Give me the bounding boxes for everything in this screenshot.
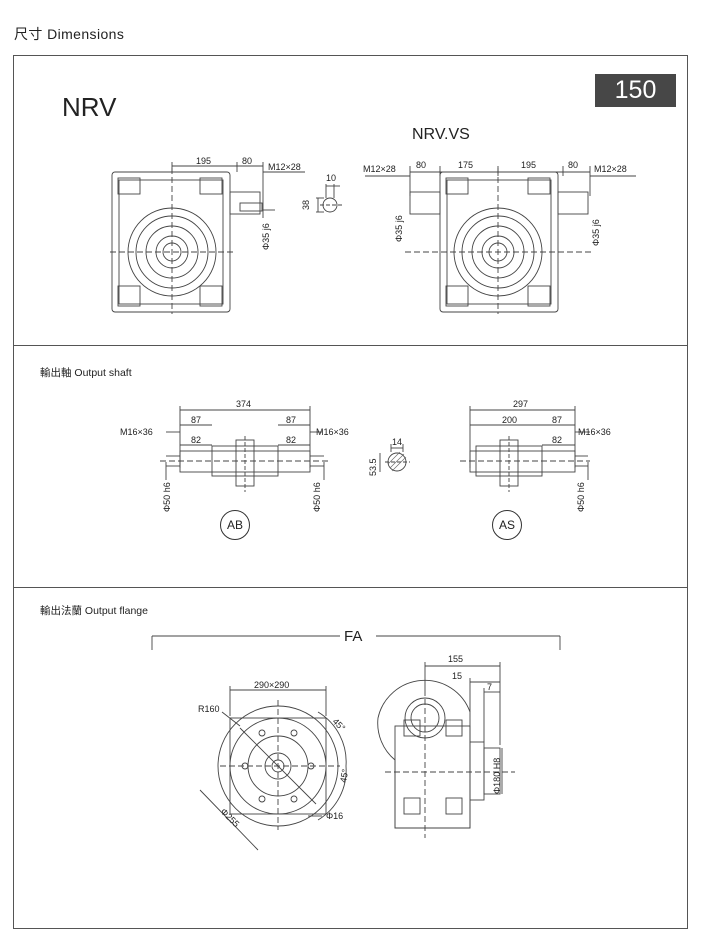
dim-as-phi50: Φ50 h6 [576,482,586,512]
dim-flange-d255: Φ255 [219,806,242,829]
label-as: AS [492,510,522,540]
dim-flange-r160: R160 [198,704,220,714]
flange-front-drawing [199,686,347,851]
dim-ab-m16-left: M16×36 [120,427,153,437]
dim-as-82: 82 [552,435,562,445]
dim-key-53: 53.5 [368,458,378,476]
output-shaft-title: 輸出軸 Output shaft [40,367,132,379]
dim-flange-d180: Φ180 H8 [492,758,502,794]
label-ab: AB [220,510,250,540]
dim-as-87: 87 [552,415,562,425]
dim-vs-phi35-right: Φ35 j6 [591,219,601,246]
nrv-gearbox-drawing [110,168,263,314]
dim-ab-m16-right: M16×36 [316,427,349,437]
dim-ab-phi50-left: Φ50 h6 [162,482,172,512]
dim-vs-80-right: 80 [568,160,578,170]
dim-nrv-195: 195 [196,156,211,166]
section-divider-2 [13,587,688,588]
dim-ab-87-right: 87 [286,415,296,425]
shaft-as-drawing [460,406,590,492]
dim-as-200: 200 [502,415,517,425]
dim-vs-m12-right: M12×28 [594,164,627,174]
dim-ab-phi50-right: Φ50 h6 [312,482,322,512]
dim-flange-d16: Φ16 [326,811,343,821]
dim-flange-155: 155 [448,654,463,664]
fa-label: FA [344,628,362,645]
size-badge: 150 [595,74,676,107]
dim-nrv-80: 80 [242,156,252,166]
flange-side-drawing [377,679,515,838]
dim-key-10: 10 [326,173,336,183]
variant-title: NRV.VS [412,126,470,143]
dim-ab-82-left: 82 [191,435,201,445]
dim-vs-175: 175 [458,160,473,170]
dim-ab-374: 374 [236,399,251,409]
dim-vs-phi35-left: Φ35 j6 [394,215,404,242]
dim-ab-87-left: 87 [191,415,201,425]
dim-ab-82-right: 82 [286,435,296,445]
nrv-vs-gearbox-drawing [405,168,592,314]
dim-nrv-m12: M12×28 [268,162,301,172]
dim-key-38: 38 [301,200,311,210]
dim-flange-15: 15 [452,671,462,681]
dim-nrv-phi35: Φ35 j6 [261,223,271,250]
dim-key-14: 14 [392,437,402,447]
page-header: 尺寸 Dimensions [14,26,125,42]
dim-vs-80-left: 80 [416,160,426,170]
dim-flange-45a: 45° [331,716,348,733]
dim-vs-195: 195 [521,160,536,170]
dim-flange-7: 7 [487,682,492,692]
model-title: NRV [62,92,117,122]
drawing-frame [13,55,688,929]
output-flange-title: 輸出法蘭 Output flange [40,605,148,617]
section-divider-1 [13,345,688,346]
dim-vs-m12-left: M12×28 [363,164,396,174]
dim-as-297: 297 [513,399,528,409]
shaft-ab-drawing [160,406,330,492]
dim-flange-45b: 45° [338,768,350,784]
dim-as-m16: M16×36 [578,427,611,437]
dim-flange-sq: 290×290 [254,680,289,690]
